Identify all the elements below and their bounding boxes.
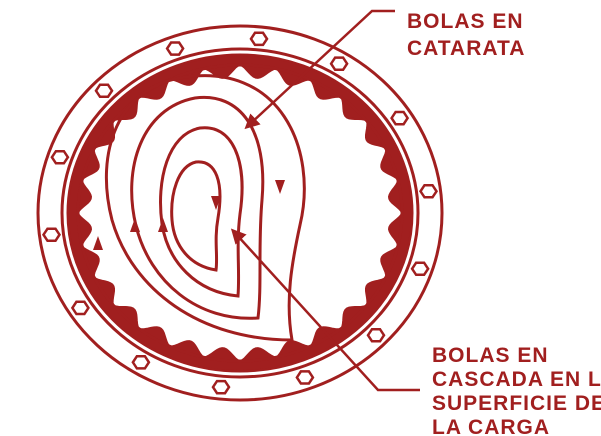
bolt-icon xyxy=(419,183,438,199)
cataract-trajectory xyxy=(104,74,306,342)
bolt-icon xyxy=(366,327,386,343)
outer-flange-ring xyxy=(36,24,444,402)
cascade-label: BOLAS EN CASCADA EN LA SUPERFICIE DE LA … xyxy=(432,344,601,436)
bolt-icon xyxy=(70,300,90,316)
bolt-icon xyxy=(249,31,269,47)
middle-cascade-loop xyxy=(159,126,244,298)
bolt-icon xyxy=(50,149,70,165)
cataract-leader xyxy=(244,9,395,130)
outer-cascade-loop xyxy=(130,95,265,320)
mill-shell-inner xyxy=(76,63,404,363)
flow-arrows xyxy=(93,180,285,250)
arrow-up-3 xyxy=(158,218,168,232)
bolt-icon xyxy=(165,41,185,56)
arrow-up-1 xyxy=(130,218,140,232)
lifter-liners xyxy=(67,54,413,372)
bolt-icon xyxy=(295,370,315,385)
bolt-icon xyxy=(329,56,349,72)
arrow-down-2 xyxy=(211,196,221,210)
bolt-icon xyxy=(42,227,61,243)
inner-cascade-loop xyxy=(170,160,222,272)
bolt-icon xyxy=(390,110,410,126)
flange-inner-edge xyxy=(60,47,420,379)
cataract-label: BOLAS EN CATARATA xyxy=(407,10,530,60)
bolt-icon xyxy=(410,261,430,277)
arrow-down-1 xyxy=(275,180,285,194)
flange-bolts xyxy=(42,31,438,395)
bolt-icon xyxy=(211,379,231,395)
charge-trajectories xyxy=(104,74,306,342)
arrow-up-2 xyxy=(93,236,103,250)
bolt-icon xyxy=(131,354,151,370)
leader-lines xyxy=(230,9,420,392)
bolt-icon xyxy=(94,83,114,99)
cascade-leader xyxy=(230,228,420,392)
